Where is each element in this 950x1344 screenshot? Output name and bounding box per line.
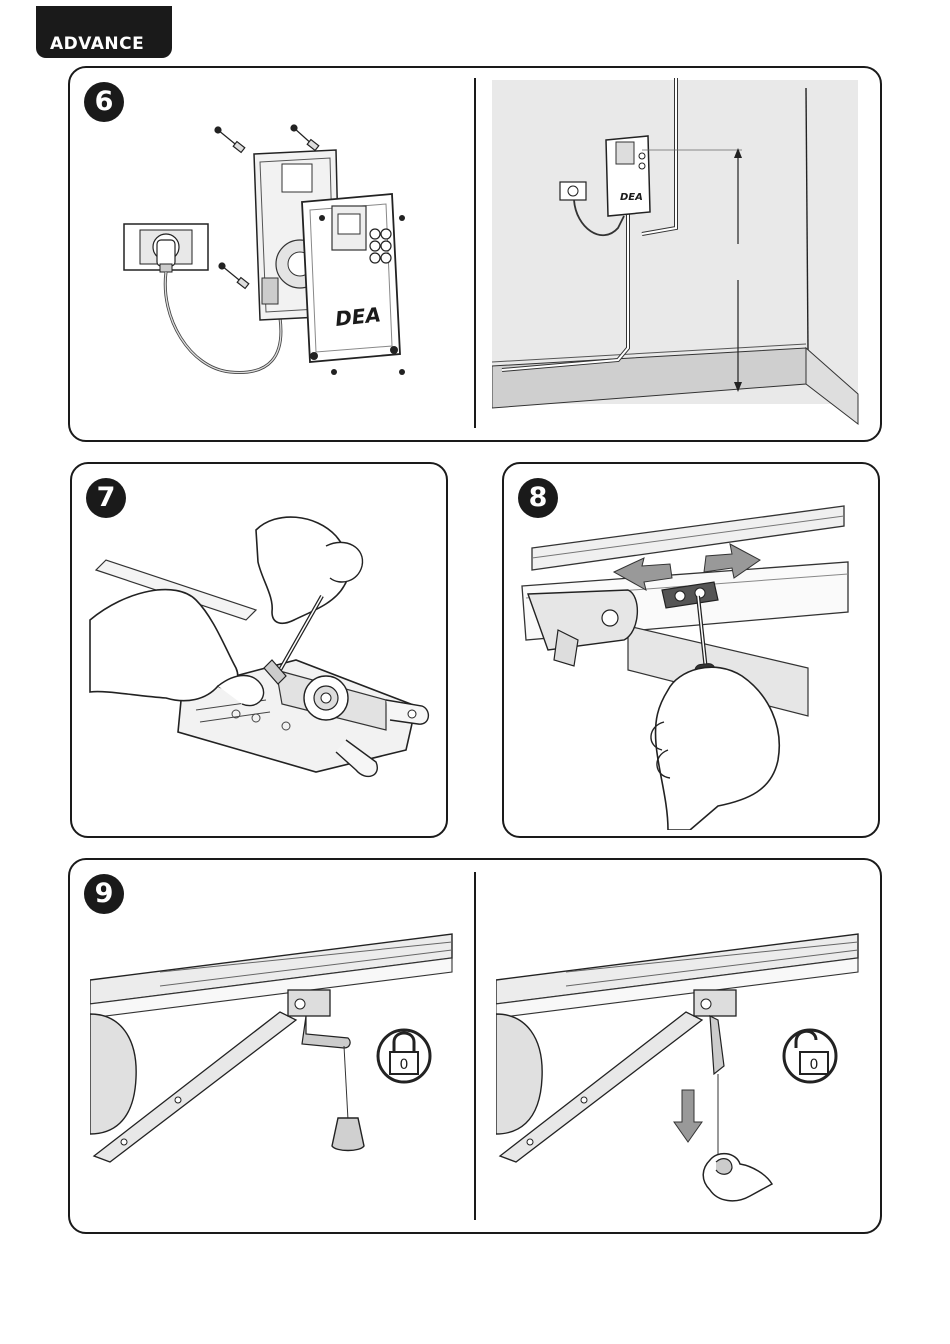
step-6-badge: 6 [84,82,124,122]
brand-header-tab: ADVANCE [36,6,172,58]
step-6-room-installation-illustration: DEA [492,78,862,428]
step-9-locked-release-illustration: 0 [90,928,460,1168]
brand-title: ADVANCE [50,34,144,54]
step-7-hand-adjusting-carriage-illustration [86,500,436,820]
step-9-unlocked-release-illustration: 0 [496,928,866,1218]
lock-digit-b: 0 [810,1057,819,1073]
step-9-divider [474,872,476,1220]
step-9-badge: 9 [84,874,124,914]
step-6-exploded-mount-illustration: DEA [110,118,430,388]
step-8-sliding-adjustment-illustration [518,500,868,830]
device-logo-a: DEA [334,302,382,331]
device-logo-b: DEA [620,192,643,203]
lock-digit-a: 0 [400,1057,409,1073]
step-6-divider [474,78,476,428]
